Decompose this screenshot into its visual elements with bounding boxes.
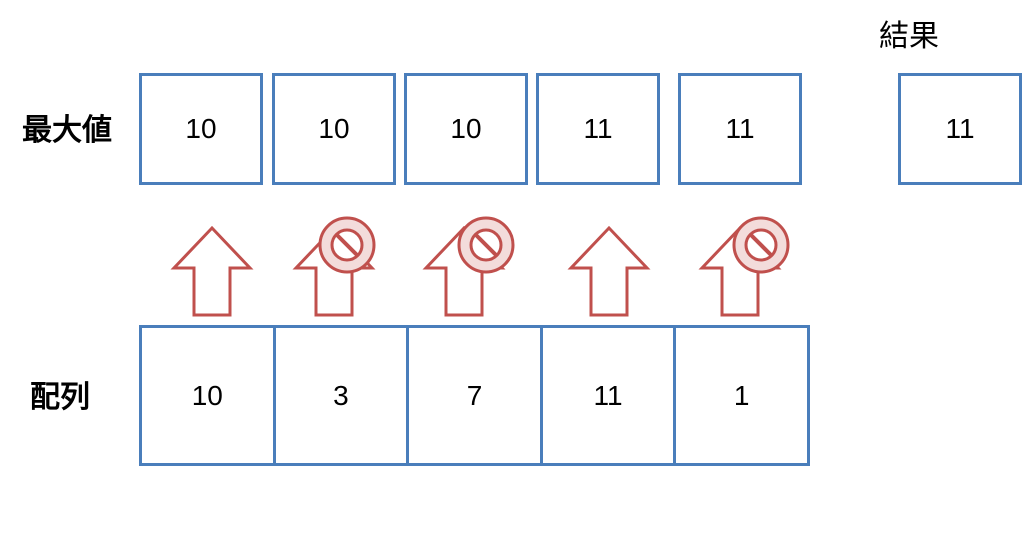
- array-cell-2: 3: [276, 328, 410, 463]
- result-label: 結果: [879, 19, 939, 54]
- prohibited-icon-2: [318, 216, 376, 274]
- max-value-3: 10: [450, 113, 482, 144]
- array-row-label: 配列: [30, 380, 90, 415]
- max-value-box-1: 10: [139, 73, 263, 185]
- max-value-box-4: 11: [536, 73, 660, 185]
- array-row: 10 3 7 11 1: [139, 325, 810, 466]
- result-value: 11: [945, 113, 975, 144]
- prohibited-icon-5: [732, 216, 790, 274]
- array-cell-4: 11: [543, 328, 677, 463]
- prohibited-icon-3: [457, 216, 515, 274]
- max-value-box-3: 10: [404, 73, 528, 185]
- max-value-2: 10: [318, 113, 350, 144]
- up-arrow-icon-4: [567, 225, 651, 317]
- array-value-3: 7: [466, 379, 483, 411]
- max-row-label: 最大値: [22, 113, 112, 148]
- max-value-5: 11: [725, 113, 755, 144]
- max-value-box-2: 10: [272, 73, 396, 185]
- max-value-1: 10: [185, 113, 217, 144]
- array-value-4: 11: [593, 379, 623, 411]
- array-cell-3: 7: [409, 328, 543, 463]
- array-cell-1: 10: [142, 328, 276, 463]
- result-box: 11: [898, 73, 1022, 185]
- array-value-5: 1: [733, 379, 750, 411]
- max-value-4: 11: [583, 113, 613, 144]
- array-value-2: 3: [333, 379, 349, 411]
- up-arrow-icon-1: [170, 225, 254, 317]
- max-value-box-5: 11: [678, 73, 802, 185]
- array-cell-5: 1: [676, 328, 807, 463]
- array-value-1: 10: [191, 379, 223, 411]
